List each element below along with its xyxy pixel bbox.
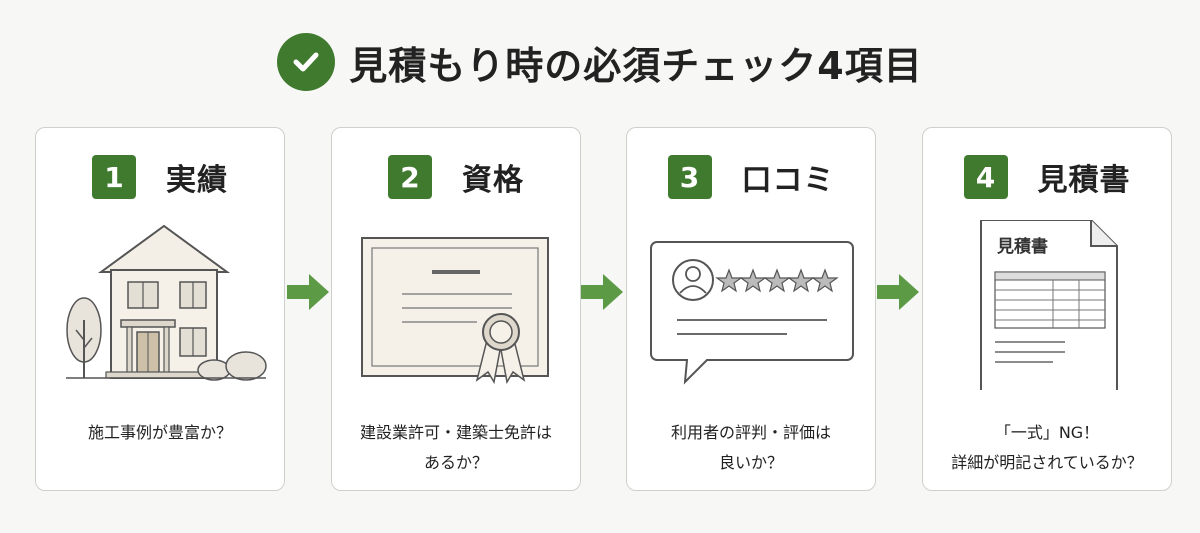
card-header: 3 口コミ [627,154,875,200]
step-number-badge: 3 [667,155,712,199]
card-label: 口コミ [741,163,835,198]
card-header: 2 資格 [332,154,580,200]
arrow-right-icon [287,274,329,310]
rating-stars [715,268,839,293]
card-track-record: 1 実績 [35,127,285,491]
card-description: 建設業許可・建築士免許は あるか？ [332,418,580,478]
document-title: 見積書 [996,236,1048,257]
desc-line: 良いか？ [718,453,783,472]
card-description: 「一式」NG！ 詳細が明記されているか？ [923,418,1171,478]
card-reviews: 3 口コミ 利用者の評判・評価は 良いか？ [626,127,876,491]
arrow-right-icon [581,274,623,310]
card-header: 4 見積書 [923,154,1171,200]
desc-line: 「一式」NG！ [994,423,1100,442]
arrow-right-icon [877,274,919,310]
step-number-badge: 2 [388,155,432,199]
card-label: 見積書 [1037,163,1131,198]
desc-line: 詳細が明記されているか？ [951,453,1143,472]
card-qualification: 2 資格 建設業許可・建築士免許は あるか？ [331,127,581,491]
card-header: 1 実績 [36,154,284,200]
card-label: 実績 [166,163,228,198]
desc-line: あるか？ [423,453,488,472]
title-row: 見積もり時の必須チェック4項目 [0,30,1200,94]
card-description: 利用者の評判・評価は 良いか？ [627,418,875,478]
estimate-document-icon: 見積書 [980,220,1118,390]
step-number-badge: 1 [92,155,136,199]
card-label: 資格 [462,163,524,198]
check-icon [277,33,336,91]
page-title: 見積もり時の必須チェック4項目 [349,43,923,88]
desc-line: 施工事例が豊富か？ [87,423,232,442]
review-bubble-icon [650,241,854,385]
desc-line: 利用者の評判・評価は [670,423,831,442]
step-number-badge: 4 [963,155,1008,199]
certificate-icon [361,237,549,385]
card-description: 施工事例が豊富か？ [36,418,284,448]
house-icon [66,224,267,381]
card-estimate: 4 見積書 見積書 「一式」NG！ 詳細が明記されているか？ [922,127,1172,491]
desc-line: 建設業許可・建築士免許は [359,423,552,442]
